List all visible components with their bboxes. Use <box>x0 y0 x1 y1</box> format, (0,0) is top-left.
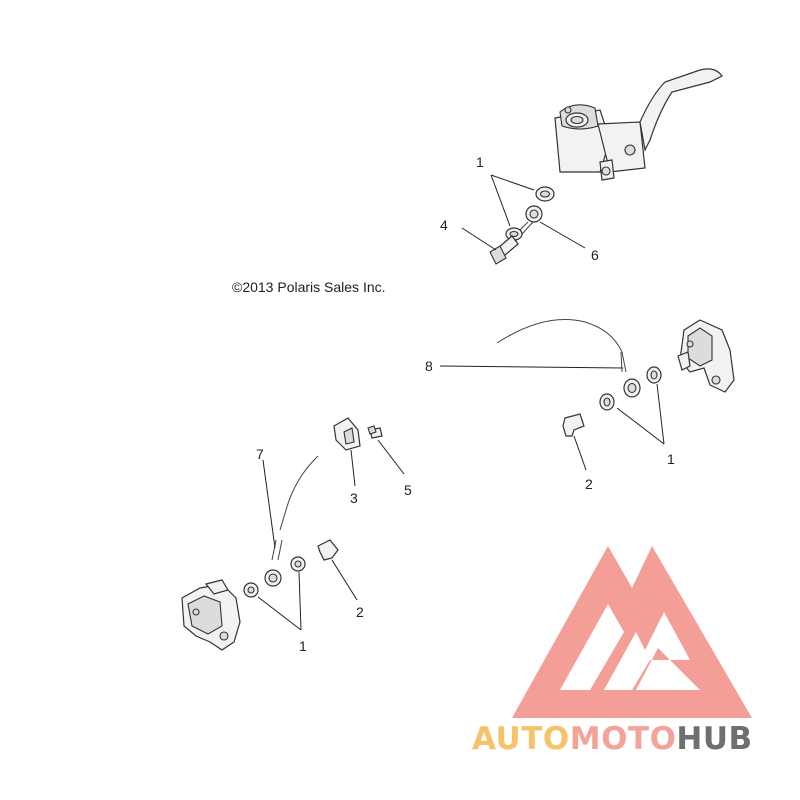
callout-8: 8 <box>425 358 433 374</box>
watermark-text: AUTOMOTOHUB <box>472 721 753 757</box>
callout-1-left: 1 <box>299 638 307 654</box>
watermark-logo <box>512 546 752 718</box>
callout-6: 6 <box>591 247 599 263</box>
copyright-text: ©2013 Polaris Sales Inc. <box>232 279 386 295</box>
callout-1-right: 1 <box>667 451 675 467</box>
clip-screw <box>367 425 383 439</box>
top-fittings <box>489 186 555 265</box>
svg-text:AUTOMOTOHUB: AUTOMOTOHUB <box>472 721 753 757</box>
right-caliper-assembly <box>496 319 735 437</box>
callout-1-top: 1 <box>476 154 484 170</box>
callout-5: 5 <box>404 482 412 498</box>
callout-2-left: 2 <box>356 604 364 620</box>
banjo-bolt <box>562 413 585 437</box>
callout-4: 4 <box>440 217 448 233</box>
callout-3: 3 <box>350 490 358 506</box>
left-caliper-assembly <box>181 455 339 651</box>
banjo-bolt <box>317 539 339 561</box>
watermark-moto: MOTO <box>570 721 677 757</box>
hose-clip <box>333 417 361 451</box>
callout-7: 7 <box>256 446 264 462</box>
watermark-hub: HUB <box>676 721 752 757</box>
master-cylinder-assembly <box>554 68 723 181</box>
watermark-auto: AUTO <box>472 721 570 757</box>
callout-2-right: 2 <box>585 476 593 492</box>
